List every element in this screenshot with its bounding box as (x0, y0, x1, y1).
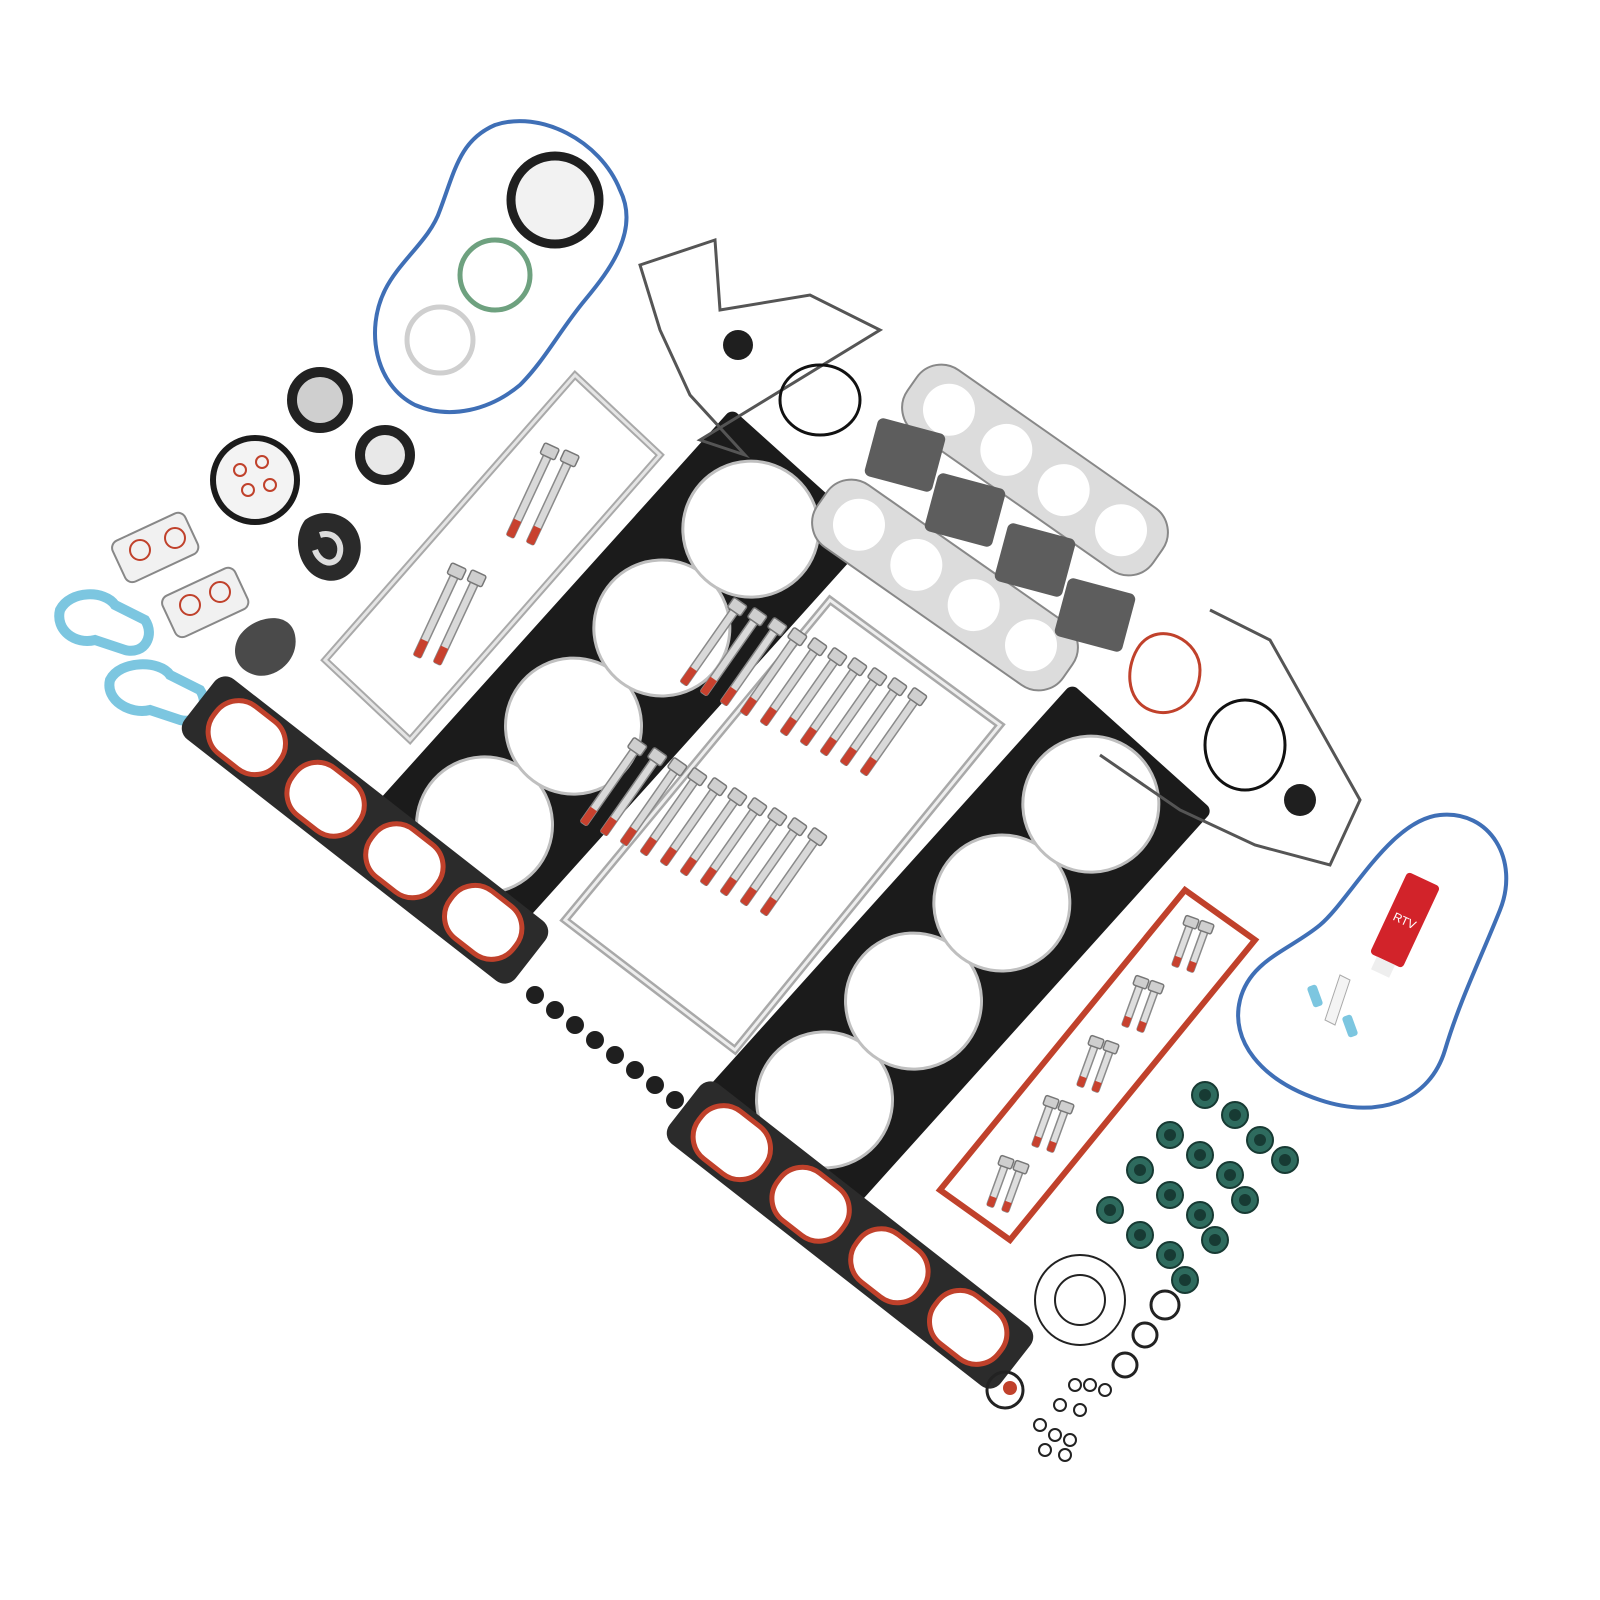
oil-pump-gaskets (111, 511, 250, 639)
sealant-nozzle-caps (1307, 974, 1358, 1038)
timing-cover-gasket-1 (638, 237, 884, 459)
o-rings (985, 1254, 1181, 1462)
valve-cover-gasket-steel-1 (320, 369, 665, 746)
sealant-tube: RTV (1370, 872, 1440, 978)
valve-cover-grommets (526, 986, 684, 1109)
cylinder-head-gasket-2 (700, 686, 1210, 1224)
valve-cover-gasket-steel-2 (559, 594, 1006, 1056)
graphite-plates (864, 418, 1136, 652)
exhaust-manifold-gasket-2 (811, 478, 1079, 692)
intake-manifold-gasket-2 (666, 1081, 1034, 1389)
oil-pan-blue-seal (1236, 812, 1509, 1110)
valve-stem-seals (1096, 1081, 1299, 1294)
timing-cover-gasket-2 (1099, 608, 1362, 867)
valve-cover-gasket-red (935, 885, 1260, 1245)
exhaust-manifold-gasket-1 (901, 363, 1169, 577)
intake-manifold-gasket-1 (181, 676, 549, 984)
rear-main-seals (210, 367, 415, 676)
front-cover-blue-seal (373, 119, 629, 414)
